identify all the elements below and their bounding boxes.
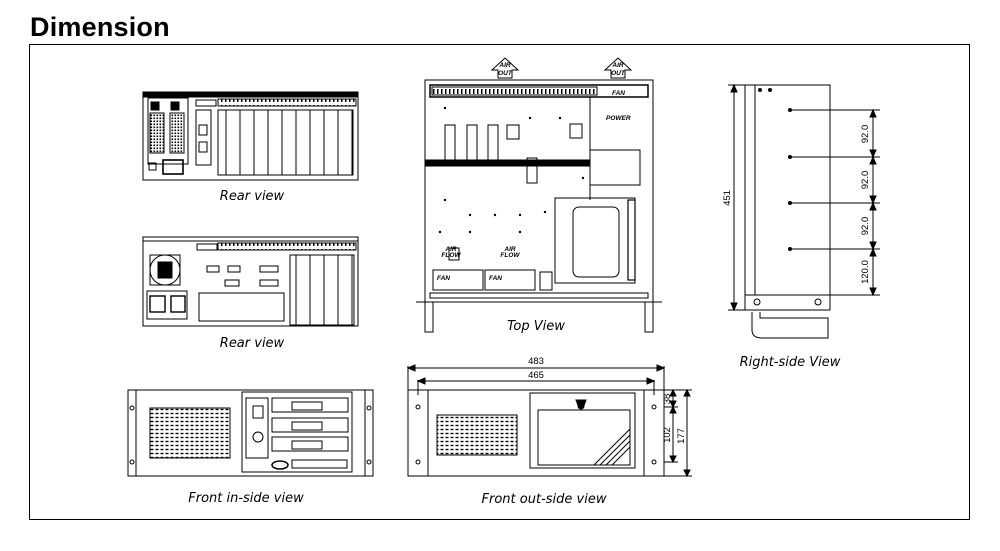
caption-right-side-view: Right-side View xyxy=(740,355,841,370)
top-view-drawing xyxy=(416,57,662,333)
caption-front-inside-view: Front in-side view xyxy=(188,491,304,506)
caption-rear-view-1: Rear view xyxy=(220,189,285,204)
power-label: POWER xyxy=(606,115,631,122)
dim-right-4: 120.0 xyxy=(860,260,871,284)
caption-top-view: Top View xyxy=(507,319,565,334)
right-side-dimensions: 92.0 92.0 92.0 120.0 451 xyxy=(722,125,871,284)
drawing-frame xyxy=(29,44,970,520)
view-captions: Rear view Rear view Top View Right-side … xyxy=(188,189,841,507)
top-view-labels: AIR OUT AIR OUT FAN POWER AIR FLOW AIR F… xyxy=(437,62,631,282)
air-out-label-2a: AIR xyxy=(611,62,624,69)
rear-view-1-drawing xyxy=(142,91,359,181)
dim-right-1: 92.0 xyxy=(860,125,871,144)
fan-top-label: FAN xyxy=(612,90,625,97)
caption-front-outside-view: Front out-side view xyxy=(482,492,607,507)
air-flow-label-1a: AIR xyxy=(444,246,457,253)
air-flow-label-2b: FLOW xyxy=(500,252,520,259)
front-inside-view-drawing xyxy=(127,389,374,477)
dim-front-177: 177 xyxy=(676,428,687,444)
dim-front-38: 38 xyxy=(662,394,673,405)
dim-right-3: 92.0 xyxy=(860,217,871,236)
front-outside-dimensions: 483 465 38 102 177 xyxy=(528,356,687,444)
dim-right-height: 451 xyxy=(722,190,733,206)
fan-label-2: FAN xyxy=(489,275,502,282)
air-out-label-1a: AIR xyxy=(498,62,511,69)
air-flow-label-2a: AIR xyxy=(503,246,516,253)
right-side-view-drawing xyxy=(728,83,880,339)
dim-right-2: 92.0 xyxy=(860,171,871,190)
dim-front-102: 102 xyxy=(662,427,673,443)
page-title: Dimension xyxy=(30,12,170,42)
caption-rear-view-2: Rear view xyxy=(220,336,285,351)
rear-view-2-drawing xyxy=(142,236,359,327)
front-outside-view-drawing xyxy=(406,364,692,478)
dim-front-483: 483 xyxy=(528,356,544,367)
fan-label-1: FAN xyxy=(437,275,450,282)
air-out-label-2b: OUT xyxy=(611,70,626,77)
dim-front-465: 465 xyxy=(528,370,544,381)
air-flow-label-1b: FLOW xyxy=(441,252,461,259)
air-out-label-1b: OUT xyxy=(498,70,513,77)
